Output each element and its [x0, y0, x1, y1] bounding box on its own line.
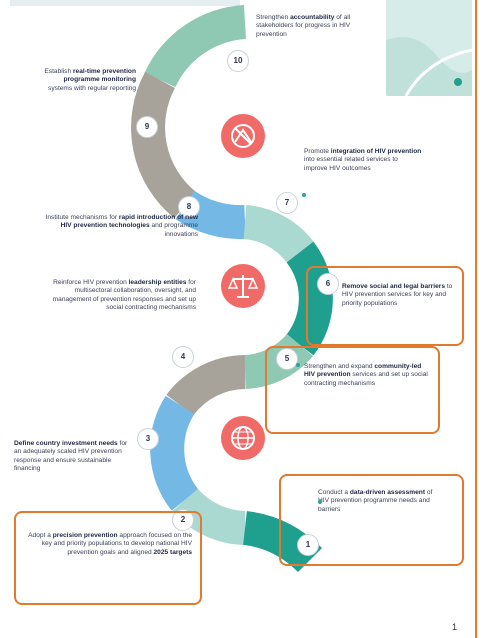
highlight-box-step-1 — [279, 474, 464, 566]
step-6-badge: 6 — [317, 273, 339, 295]
step-8-text: Institute mechanisms for rapid introduct… — [45, 214, 198, 238]
cover-thumbnail — [386, 0, 472, 96]
connector-dot — [302, 193, 306, 197]
globe-icon — [221, 416, 265, 460]
step-2-badge: 2 — [172, 509, 194, 531]
step-8-badge: 8 — [178, 196, 200, 218]
no-discrimination-icon — [221, 114, 265, 158]
step-6-text: Remove social and legal barriers to HIV … — [342, 283, 453, 307]
highlight-box-step-2 — [14, 511, 202, 605]
step-4-text: Reinforce HIV prevention leadership enti… — [52, 279, 196, 312]
step-9-text: Establish real-time prevention programme… — [44, 68, 136, 92]
step-9-badge: 9 — [136, 116, 158, 138]
highlight-box-step-5 — [265, 346, 440, 434]
page-number: 1 — [452, 622, 458, 632]
step-5-text: Strengthen and expand community-led HIV … — [304, 363, 428, 387]
connector-dot — [318, 500, 322, 504]
step-10-text: Strengthen accountability of all stakeho… — [256, 14, 351, 38]
step-3-badge: 3 — [137, 428, 159, 450]
step-7-badge: 7 — [276, 192, 298, 214]
step-5-badge: 5 — [276, 348, 298, 370]
step-3-text: Define country investment needs for an a… — [14, 440, 128, 473]
step-2-text: Adopt a precision prevention approach fo… — [28, 532, 192, 556]
step-7-text: Promote integration of HIV prevention in… — [304, 148, 422, 172]
page-edge-rule — [475, 0, 477, 638]
scales-of-justice-icon — [221, 264, 265, 308]
step-1-badge: 1 — [297, 534, 319, 556]
connector-dot — [296, 363, 300, 367]
header-strip — [10, 0, 240, 6]
step-10-badge: 10 — [227, 50, 249, 72]
highlight-box-step-6 — [306, 266, 464, 346]
step-4-badge: 4 — [172, 346, 194, 368]
step-1-text: Conduct a data-driven assessment of HIV … — [318, 489, 433, 513]
